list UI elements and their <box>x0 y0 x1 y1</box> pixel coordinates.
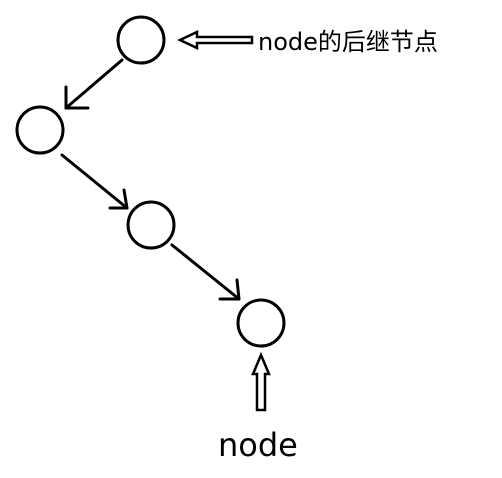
node-pointer-arrow-icon <box>251 351 271 412</box>
node-label: node <box>218 426 298 464</box>
successor-pointer-arrow-icon <box>177 30 254 50</box>
successor-node <box>116 15 166 65</box>
edge-1-to-2 <box>64 58 124 110</box>
tree-node-2 <box>15 105 65 155</box>
successor-label: node的后继节点 <box>258 28 438 56</box>
edge-2-to-3 <box>60 153 129 210</box>
tree-node-3 <box>126 200 176 250</box>
current-node <box>236 298 286 348</box>
edge-3-to-4 <box>170 243 241 301</box>
